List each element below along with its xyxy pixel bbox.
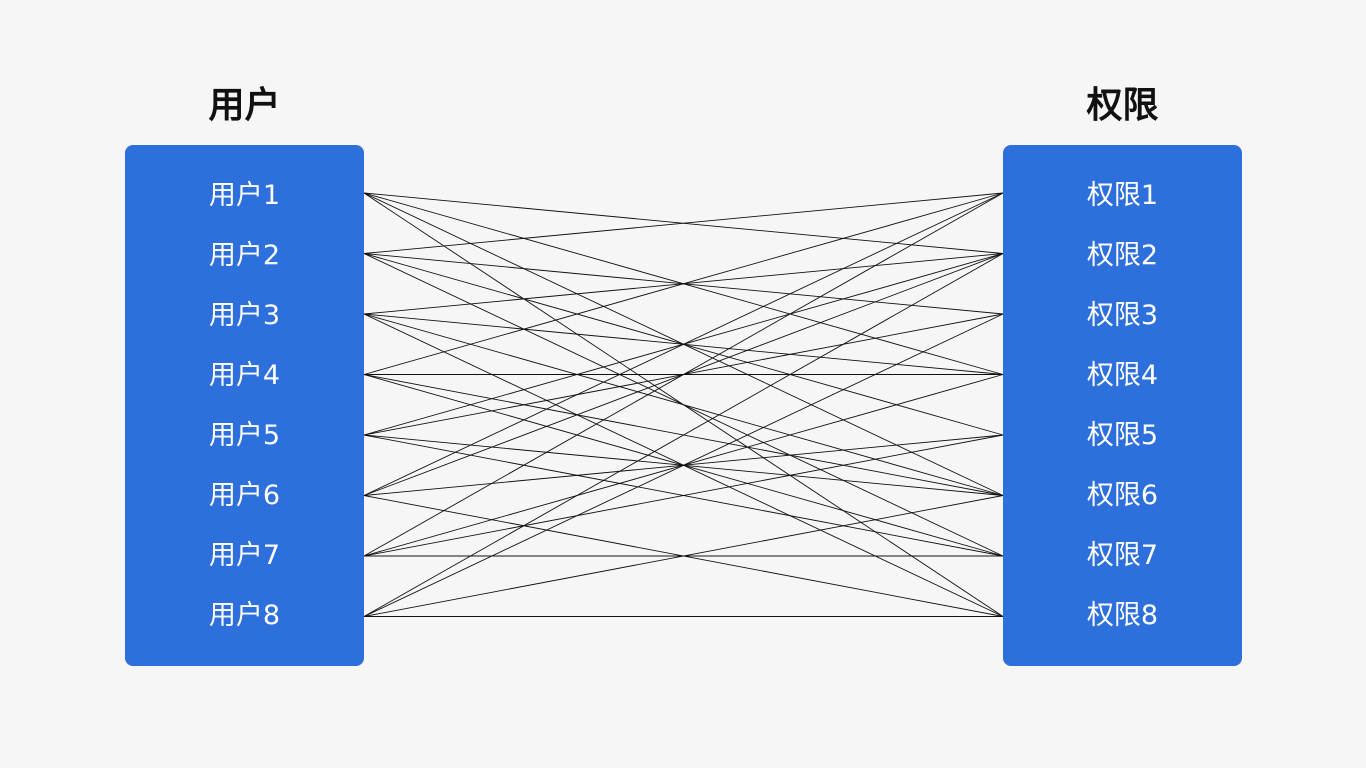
link-user8-permission2 (363, 253, 1004, 617)
link-user6-permission1 (363, 192, 1004, 496)
link-user7-permission5 (363, 434, 1004, 557)
link-user6-permission8 (363, 495, 1004, 617)
link-user3-permission8 (363, 313, 1004, 617)
link-user6-permission2 (363, 253, 1004, 496)
user-item-3: 用户3 (208, 300, 281, 331)
permission-item-8: 权限8 (1086, 600, 1159, 631)
permission-item-3: 权限3 (1086, 300, 1159, 331)
link-user6-permission5 (363, 434, 1004, 496)
link-user1-permission6 (363, 192, 1004, 496)
permissions-title: 权限 (1086, 85, 1159, 126)
link-user8-permission3 (363, 313, 1004, 617)
user-item-2: 用户2 (208, 240, 281, 271)
user-item-4: 用户4 (208, 360, 281, 391)
link-user1-permission8 (363, 192, 1004, 617)
link-user4-permission7 (363, 374, 1004, 557)
user-item-6: 用户6 (208, 480, 281, 511)
permission-item-7: 权限7 (1086, 540, 1159, 571)
permission-item-2: 权限2 (1086, 240, 1159, 271)
link-user3-permission4 (363, 313, 1004, 375)
link-user5-permission2 (363, 253, 1004, 436)
users-title: 用户 (208, 85, 281, 126)
permission-item-6: 权限6 (1086, 480, 1159, 511)
link-user3-permission2 (363, 253, 1004, 315)
permission-item-1: 权限1 (1086, 180, 1159, 211)
link-user2-permission7 (363, 253, 1004, 557)
users-box: 用户1 用户2 用户3 用户4 用户5 用户6 用户7 用户8 (125, 145, 364, 666)
link-user7-permission4 (363, 374, 1004, 557)
link-user5-permission6 (363, 434, 1004, 496)
link-user5-permission7 (363, 434, 1004, 557)
link-user7-permission1 (363, 192, 1004, 557)
link-user8-permission6 (363, 495, 1004, 617)
link-user5-permission3 (363, 313, 1004, 436)
link-user2-permission1 (363, 192, 1004, 254)
link-user3-permission6 (363, 313, 1004, 496)
permission-item-5: 权限5 (1086, 420, 1159, 451)
permission-item-4: 权限4 (1086, 360, 1159, 391)
user-item-1: 用户1 (208, 180, 281, 211)
link-user1-permission4 (363, 192, 1004, 375)
permissions-box: 权限1 权限2 权限3 权限4 权限5 权限6 权限7 权限8 (1003, 145, 1242, 666)
link-user4-permission1 (363, 192, 1004, 375)
user-item-7: 用户7 (208, 540, 281, 571)
link-user2-permission3 (363, 253, 1004, 315)
link-user1-permission2 (363, 192, 1004, 254)
link-user4-permission6 (363, 374, 1004, 496)
link-user2-permission5 (363, 253, 1004, 436)
user-item-5: 用户5 (208, 420, 281, 451)
user-item-8: 用户8 (208, 600, 281, 631)
